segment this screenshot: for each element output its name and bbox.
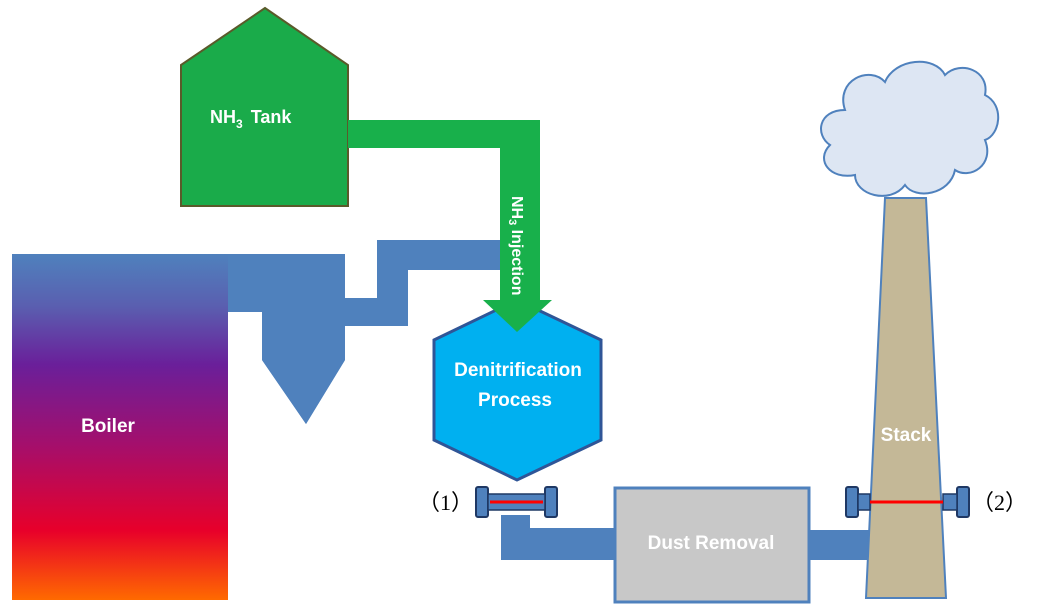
sample-port-body-2 <box>857 493 871 511</box>
boiler <box>12 254 228 600</box>
denitrification-label-line2: Process <box>478 390 552 411</box>
smoke-cloud <box>820 60 1000 197</box>
point-1-label: （1） <box>418 490 473 515</box>
stack-inlet-duct <box>808 530 870 560</box>
flange-left-1 <box>475 486 489 518</box>
sample-port-body-2b <box>942 493 958 511</box>
nh3-pipe <box>348 120 540 192</box>
flange-right-1 <box>544 486 558 518</box>
flange-right-2 <box>956 486 970 518</box>
flange-left-2 <box>845 486 859 518</box>
dust-removal-unit <box>613 486 811 604</box>
boiler-label: Boiler <box>81 416 135 437</box>
nh3-injection-label: NH3 Injection <box>506 196 525 295</box>
nh3-injection-arrow <box>483 190 552 332</box>
sampling-point-1 <box>475 486 558 518</box>
sampling-point-2 <box>845 486 970 518</box>
denitrification-label-line1: Denitrification <box>454 360 582 381</box>
point-2-label: （2） <box>972 490 1027 515</box>
stack <box>864 197 948 599</box>
flue-duct <box>12 240 500 424</box>
outlet-duct-horizontal <box>501 528 616 560</box>
stack-label: Stack <box>881 425 932 446</box>
denitrification-reactor <box>432 298 603 482</box>
dust-removal-label: Dust Removal <box>648 533 775 554</box>
ash-hopper <box>262 312 345 424</box>
